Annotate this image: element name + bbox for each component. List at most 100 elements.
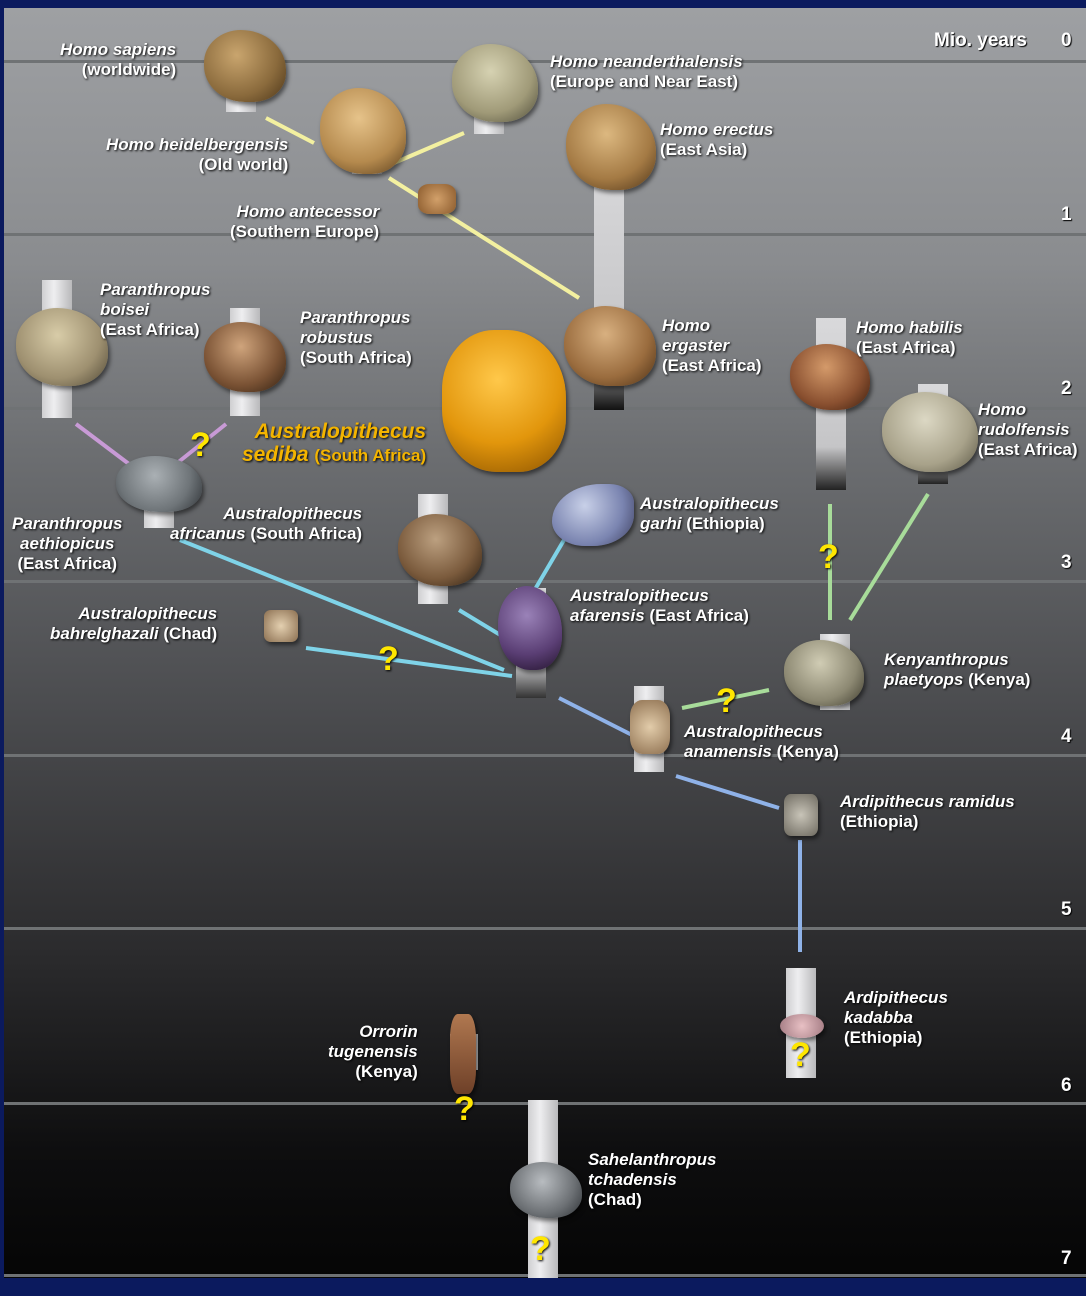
- link-afarensis-bahrelghazali: [305, 646, 513, 678]
- homo-erectus-skull-icon: [566, 104, 656, 190]
- label-ardipithecus-ramidus: Ardipithecus ramidus (Ethiopia): [840, 792, 1015, 832]
- species-name: Australopithecus: [254, 420, 427, 443]
- tick-5: 5: [1061, 899, 1072, 920]
- link-afarensis-africanus: [179, 538, 505, 672]
- lineage-links: [74, 116, 930, 952]
- australopithecus-anamensis-jaw-icon: [630, 700, 670, 754]
- kenyanthropus-lineage-lines: [681, 492, 930, 710]
- link-anamensis-afarensis: [558, 696, 635, 738]
- label-sahelanthropus-tchadensis: Sahelanthropus tchadensis (Chad): [588, 1150, 716, 1210]
- paranthropus-robustus-skull-icon: [204, 322, 286, 392]
- homo-heidelbergensis-skull-icon: [320, 88, 406, 174]
- uncertain-link-kenyanthropus: ?: [716, 682, 737, 720]
- label-paranthropus-aethiopicus: Paranthropus aethiopicus (East Africa): [12, 514, 123, 574]
- time-line-4: [4, 754, 1086, 757]
- species-name-2: tugenensis: [328, 1042, 418, 1061]
- australopithecus-afarensis-skull-icon: [498, 586, 562, 670]
- species-name-2: boisei: [100, 300, 150, 319]
- species-region: (Europe and Near East): [550, 72, 738, 91]
- link-heidelbergensis-sapiens: [265, 116, 315, 145]
- species-name: Paranthropus: [100, 280, 211, 299]
- paranthropus-aethiopicus-skull-icon: [116, 456, 202, 512]
- kenyanthropus-skull-icon: [784, 640, 864, 706]
- species-name: Paranthropus: [300, 308, 411, 327]
- species-name-2: rudolfensis: [978, 420, 1070, 439]
- species-name: Homo: [978, 400, 1027, 419]
- australopith-lineage-lines: [179, 538, 566, 678]
- species-region: (South Africa): [250, 524, 363, 543]
- uncertain-origin-orrorin: ?: [454, 1090, 475, 1128]
- tick-2: 2: [1061, 378, 1072, 399]
- homo-sapiens-skull-icon: [204, 30, 286, 102]
- link-kenyanthropus-rudolfensis: [848, 492, 930, 622]
- species-name: Australopithecus: [570, 586, 709, 605]
- label-orrorin-tugenensis: Orrorin tugenensis (Kenya): [328, 1022, 418, 1082]
- species-name-2: garhi: [640, 514, 682, 533]
- australopithecus-garhi-fossil-icon: [552, 484, 634, 546]
- label-homo-rudolfensis: Homo rudolfensis (East Africa): [978, 400, 1078, 460]
- species-region: (Old world): [198, 155, 289, 174]
- tick-3: 3: [1061, 552, 1072, 573]
- tick-6: 6: [1061, 1075, 1072, 1096]
- label-paranthropus-boisei: Paranthropus boisei (East Africa): [100, 280, 211, 340]
- species-name-2: africanus: [170, 524, 246, 543]
- species-name-2: sediba: [242, 443, 309, 466]
- species-name-2: afarensis: [570, 606, 645, 625]
- species-region: (Kenya): [776, 742, 839, 761]
- label-homo-erectus: Homo erectus (East Asia): [660, 120, 773, 160]
- australopithecus-africanus-skull-icon: [398, 514, 482, 586]
- species-name: Kenyanthropus: [884, 650, 1009, 669]
- species-name-2: aethiopicus: [20, 534, 115, 553]
- species-name: Australopithecus: [223, 504, 363, 523]
- species-name-2: ergaster: [662, 336, 730, 355]
- species-region: (South Africa): [300, 348, 412, 367]
- species-region: (East Africa): [856, 338, 956, 357]
- label-australopithecus-africanus: Australopithecus africanus (South Africa…: [170, 504, 362, 544]
- species-region: (South Africa): [314, 446, 427, 465]
- species-name: Paranthropus: [12, 514, 123, 533]
- uncertain-link-robustus: ?: [190, 426, 211, 464]
- link-anamensis-kenyanthropus: [681, 688, 770, 710]
- label-australopithecus-afarensis: Australopithecus afarensis (East Africa): [570, 586, 749, 626]
- label-homo-habilis: Homo habilis (East Africa): [856, 318, 963, 358]
- species-name-2: tchadensis: [588, 1170, 677, 1189]
- species-name: Homo habilis: [856, 318, 963, 337]
- australopithecus-sediba-skull-icon: [442, 330, 566, 472]
- species-region: (East Africa): [649, 606, 749, 625]
- label-homo-ergaster: Homo ergaster (East Africa): [662, 316, 762, 376]
- uncertain-link-bahrelghazali: ?: [378, 640, 399, 678]
- species-region: (Kenya): [968, 670, 1031, 689]
- species-name: Sahelanthropus: [588, 1150, 717, 1169]
- link-ramidus-anamensis: [675, 774, 780, 810]
- species-region: (East Africa): [978, 440, 1078, 459]
- species-region: (Ethiopia): [844, 1028, 923, 1047]
- label-homo-antecessor: Homo antecessor (Southern Europe): [230, 202, 379, 242]
- species-name: Australopithecus: [640, 494, 779, 513]
- ardipithecus-kadabba-fossil-icon: [780, 1014, 824, 1038]
- species-name-2: anamensis: [684, 742, 772, 761]
- link-aethiopicus-boisei: [74, 422, 131, 466]
- tick-1: 1: [1061, 204, 1072, 225]
- label-homo-sapiens: Homo sapiens (worldwide): [60, 40, 176, 80]
- species-name: Ardipithecus ramidus: [840, 792, 1015, 811]
- ardipithecus-ramidus-fossil-icon: [784, 794, 818, 836]
- species-region: (Chad): [588, 1190, 642, 1209]
- species-region: (East Africa): [662, 356, 762, 375]
- label-kenyanthropus-platyops: Kenyanthropus plaetyops (Kenya): [884, 650, 1030, 690]
- time-line-0: [4, 60, 1086, 63]
- species-region: (Ethiopia): [840, 812, 919, 831]
- species-region: (Kenya): [355, 1062, 418, 1081]
- species-name: Orrorin: [359, 1022, 418, 1041]
- label-australopithecus-bahrelghazali: Australopithecus bahrelghazali (Chad): [50, 604, 217, 644]
- scale-title: Mio. years: [934, 30, 1027, 51]
- tick-4: 4: [1061, 726, 1072, 747]
- species-name: Australopithecus: [78, 604, 218, 623]
- homo-habilis-skull-icon: [790, 344, 870, 410]
- tick-7: 7: [1061, 1248, 1072, 1269]
- label-australopithecus-anamensis: Australopithecus anamensis (Kenya): [684, 722, 839, 762]
- species-region: (worldwide): [81, 60, 177, 79]
- species-name-2: plaetyops: [884, 670, 964, 689]
- link-heidelbergensis-neanderthalensis: [393, 131, 465, 165]
- species-name: Australopithecus: [684, 722, 823, 741]
- homo-antecessor-fossil-icon: [418, 184, 456, 214]
